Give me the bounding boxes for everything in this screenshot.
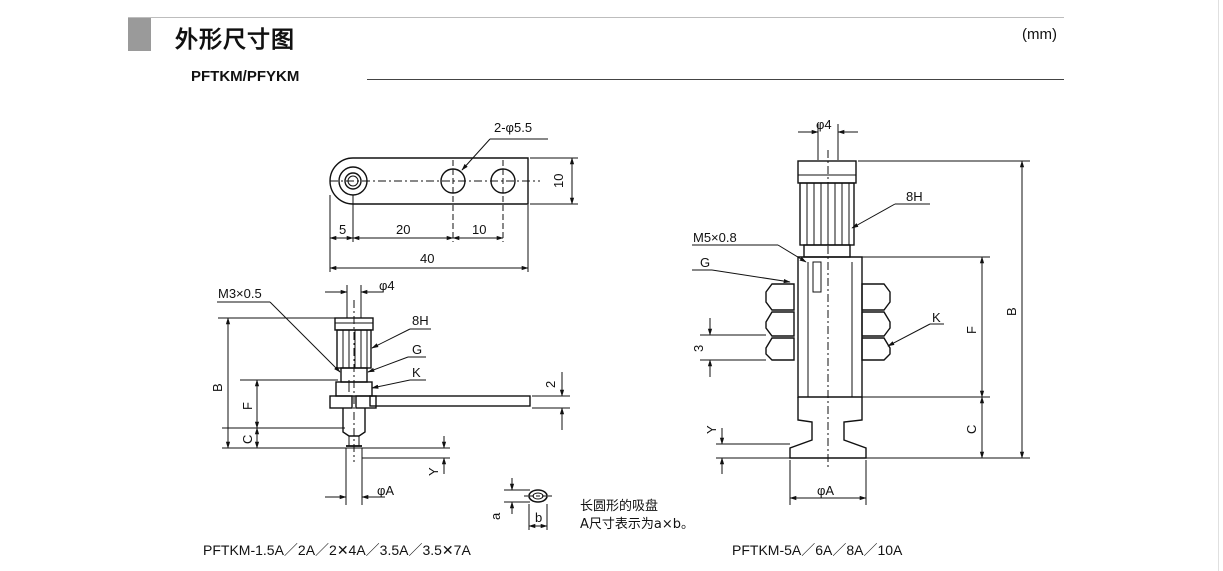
pftkm-small-side-view: [217, 285, 570, 505]
page-right-border: [1218, 0, 1219, 571]
dim-40: 40: [420, 251, 434, 266]
left-phiA-label: φA: [377, 483, 394, 498]
right-phi4-label: φ4: [816, 117, 832, 132]
oval-dim-a: a: [488, 512, 503, 520]
left-hex-label: 8H: [412, 313, 429, 328]
right-thread-label: M5×0.8: [693, 230, 737, 245]
subtitle-rule: [367, 79, 1064, 80]
model-subtitle: PFTKM/PFYKM: [191, 68, 300, 85]
oval-dim-b: b: [535, 510, 542, 525]
left-thread-label: M3×0.5: [218, 286, 262, 301]
left-model-caption: PFTKM-1.5A／2A／2✕4A／3.5A／3.5✕7A: [203, 542, 471, 558]
right-phiA-label: φA: [817, 483, 834, 498]
dim-20: 20: [396, 222, 410, 237]
oval-note-line1: 长圆形的吸盘: [580, 499, 659, 514]
right-g-label: G: [700, 255, 710, 270]
left-g-label: G: [412, 342, 422, 357]
header-top-rule: [128, 17, 1064, 18]
dim-10: 10: [472, 222, 486, 237]
oval-pad-sketch: [504, 478, 552, 530]
right-dim-y: Y: [704, 425, 719, 434]
dim-5: 5: [339, 222, 346, 237]
left-dim-2: 2: [543, 381, 558, 388]
right-model-caption: PFTKM-5A／6A／8A／10A: [732, 542, 903, 558]
right-dim-b: B: [1004, 307, 1019, 316]
left-dim-c: C: [240, 435, 255, 444]
left-phi4-label: φ4: [379, 278, 395, 293]
section-marker: [128, 18, 151, 51]
oval-note-line2: A尺寸表示为a×b。: [580, 517, 695, 532]
unit-label: (mm): [1022, 26, 1057, 43]
pftkm-large-side-view: [692, 124, 1030, 505]
right-dim-c: C: [964, 425, 979, 434]
left-dim-y: Y: [426, 467, 441, 476]
left-dim-b: B: [210, 383, 225, 392]
right-dim-f: F: [964, 326, 979, 334]
section-title: 外形尺寸图: [175, 27, 295, 53]
hole-callout: 2-φ5.5: [494, 120, 532, 135]
right-dim-3: 3: [691, 345, 706, 352]
bracket-top-view: [329, 138, 578, 272]
right-hex-label: 8H: [906, 189, 923, 204]
left-k-label: K: [412, 365, 421, 380]
right-k-label: K: [932, 310, 941, 325]
left-dim-f: F: [240, 402, 255, 410]
dim-plate-height: 10: [551, 174, 566, 188]
